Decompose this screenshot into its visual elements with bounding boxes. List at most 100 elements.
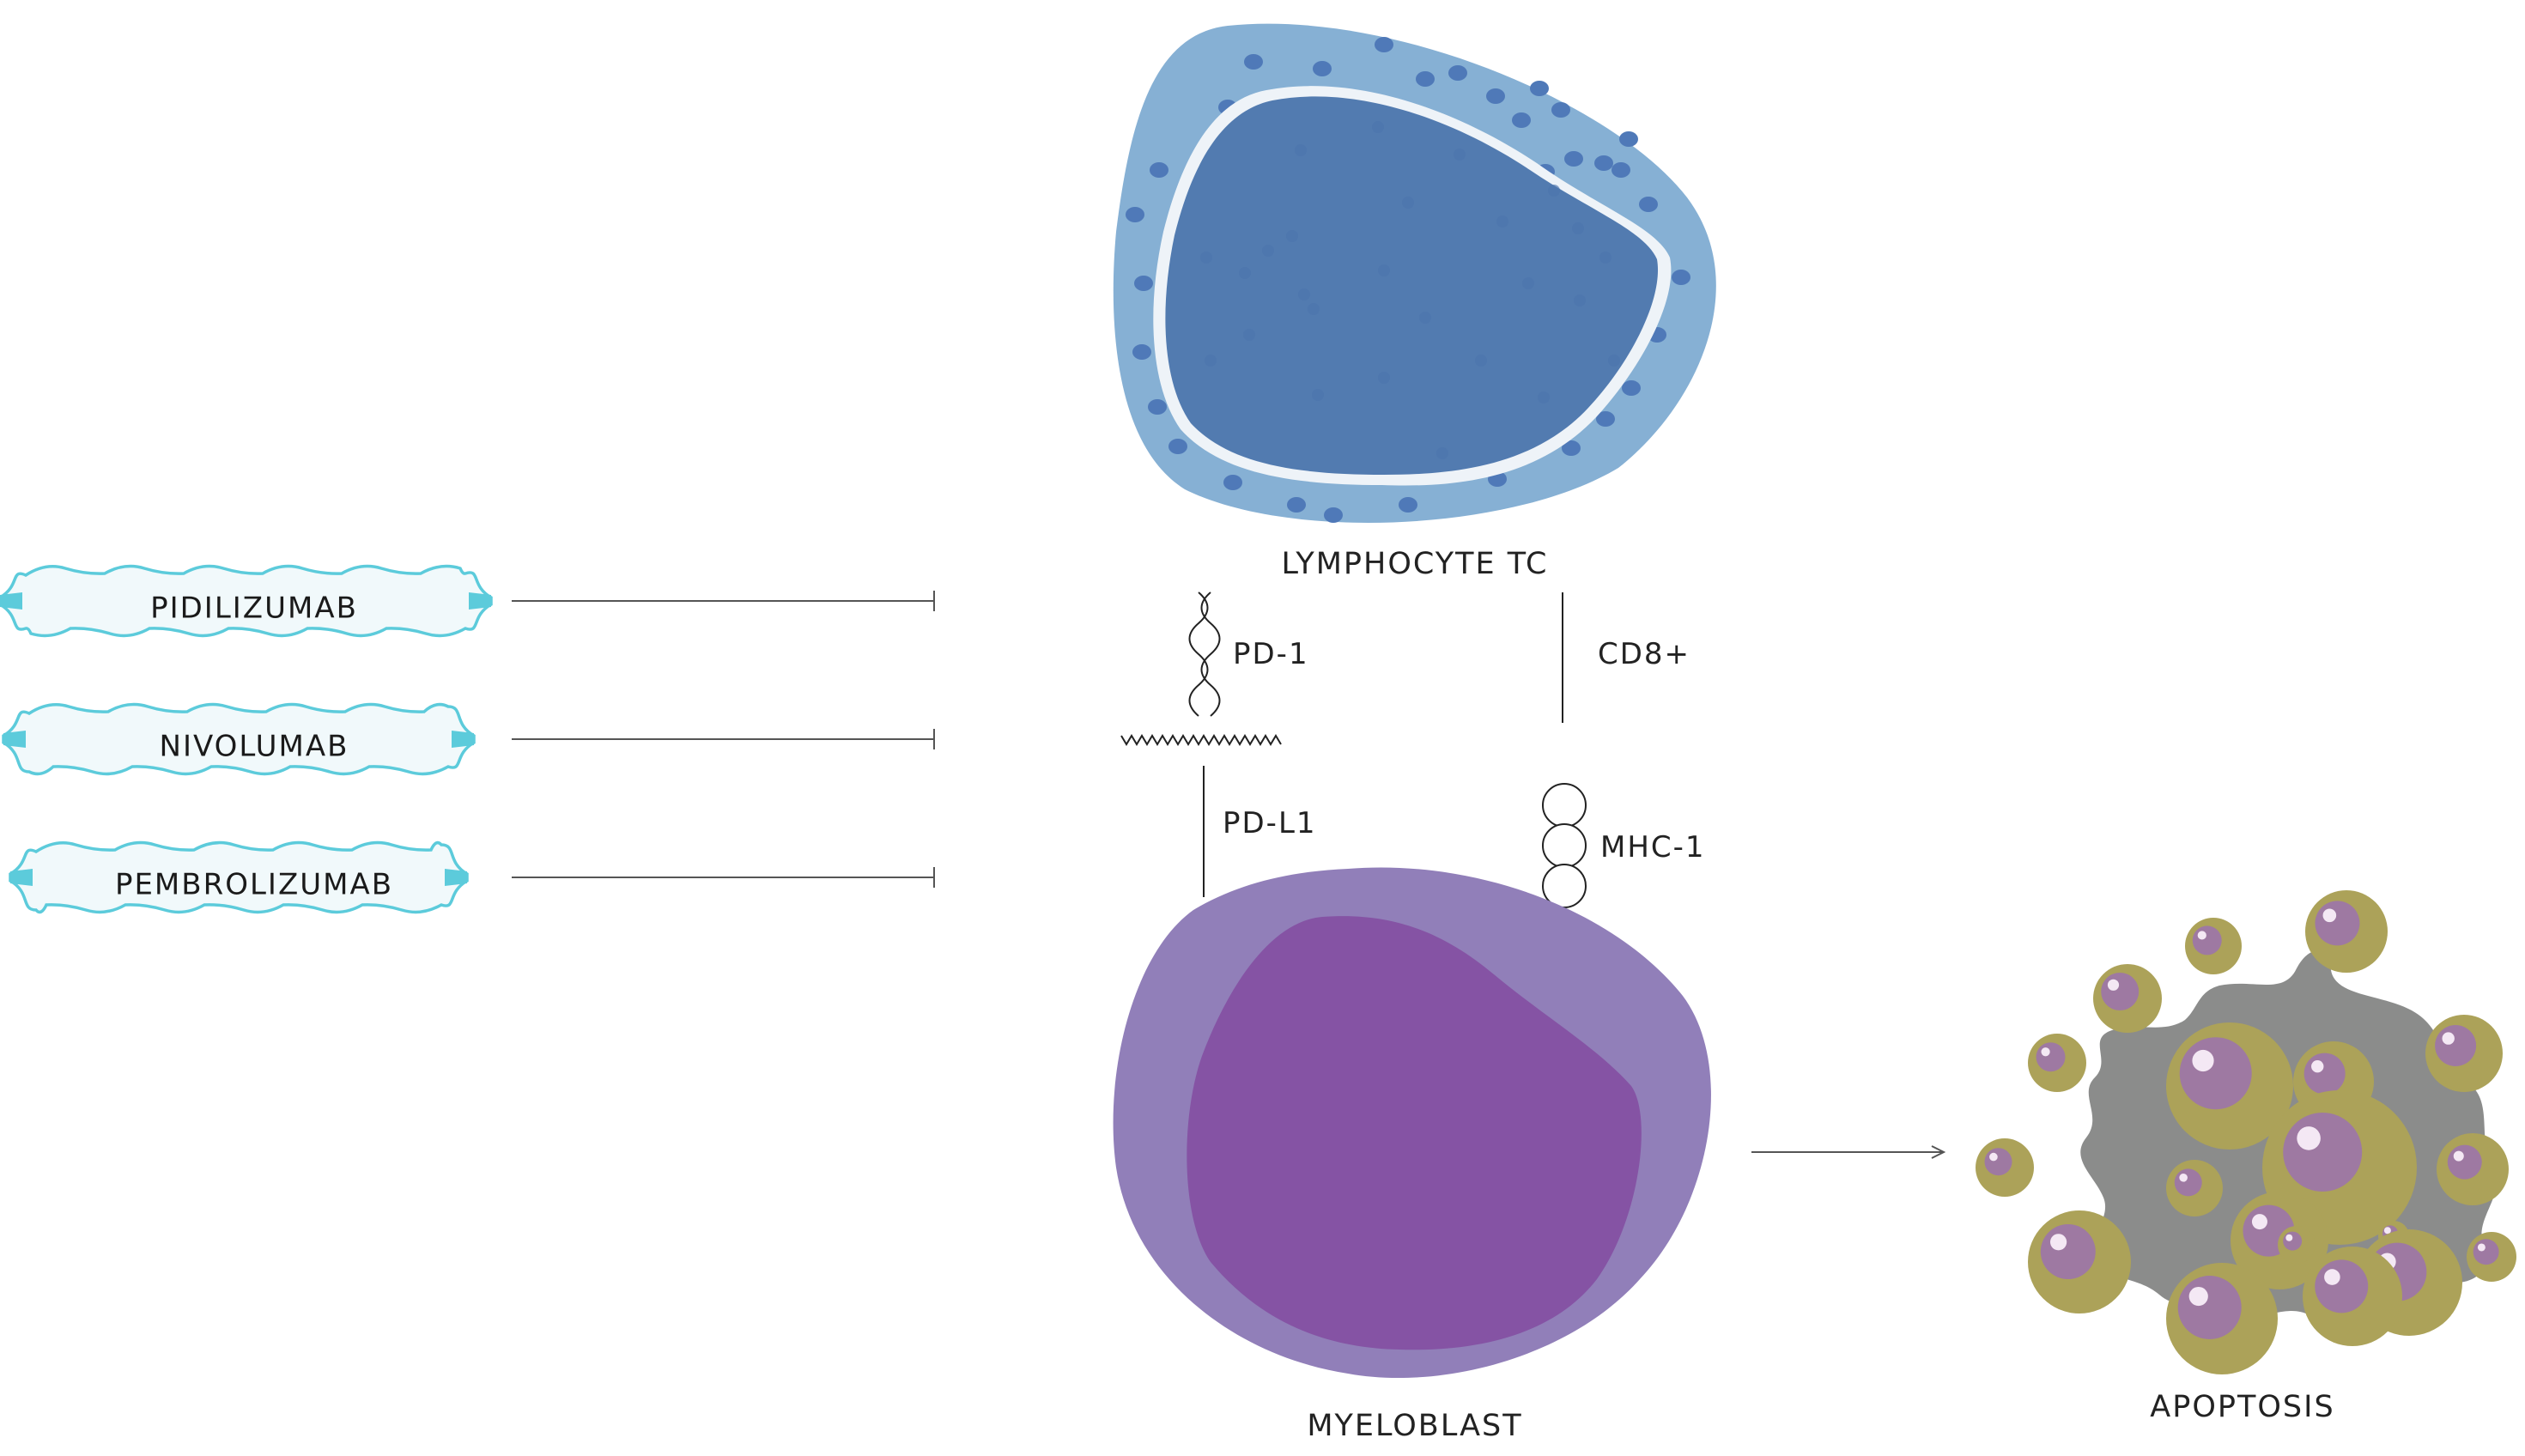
granule-dot	[1448, 65, 1467, 81]
granule-dot	[1287, 497, 1306, 513]
nucleus-dot	[1548, 185, 1560, 197]
nucleus-dot	[1475, 355, 1487, 367]
bubble-core	[2473, 1239, 2499, 1265]
mhc1-receptor	[1542, 783, 1587, 908]
bubble-core	[2177, 1276, 2242, 1339]
granule-dot	[1512, 112, 1531, 128]
nucleus-dot	[1572, 222, 1584, 234]
granule-dot	[1564, 151, 1583, 167]
drug-label-nivolumab: NIVOLUMAB	[160, 730, 349, 764]
nucleus-dot	[1243, 329, 1255, 341]
bubble-core	[2315, 901, 2360, 946]
nucleus-dot	[1574, 294, 1586, 306]
bubble-highlight	[2297, 1126, 2321, 1150]
granule-dot	[1596, 411, 1615, 427]
granule-dot	[1168, 439, 1187, 454]
bubble-highlight	[2383, 1227, 2391, 1235]
antibody-shape	[0, 564, 493, 638]
bubble-highlight	[2311, 1060, 2324, 1073]
granule-dot	[1132, 344, 1151, 360]
nucleus-dot	[1312, 389, 1324, 401]
bubble-core	[2174, 1168, 2202, 1197]
nucleus-dot	[1608, 355, 1620, 367]
bubble-highlight	[2192, 1049, 2214, 1072]
bubble-core	[2283, 1231, 2303, 1251]
drug-pidilizumab: PIDILIZUMAB	[0, 564, 935, 638]
granule-dot	[1375, 37, 1393, 52]
granule-dot	[1324, 507, 1343, 523]
bubble-highlight	[2050, 1234, 2067, 1251]
apoptotic-bubbles	[1976, 890, 2516, 1374]
pdl1-label: PD-L1	[1223, 806, 1317, 840]
granule-dot	[1223, 475, 1242, 490]
nucleus-dot	[1378, 372, 1390, 384]
bubble-core	[2036, 1042, 2066, 1072]
drug-label-pembrolizumab: PEMBROLIZUMAB	[115, 868, 393, 902]
drug-pembrolizumab: PEMBROLIZUMAB	[9, 840, 935, 914]
antibody-shape	[9, 840, 469, 914]
nucleus-dot	[1372, 121, 1384, 133]
bubble-highlight	[2197, 931, 2206, 940]
cd8-label: CD8+	[1598, 637, 1690, 671]
granule-dot	[1313, 61, 1332, 76]
nucleus-dot	[1496, 215, 1508, 228]
lymphocyte-cell	[1113, 23, 1716, 523]
antibody-shape	[2, 702, 476, 776]
granule-dot	[1562, 440, 1581, 456]
bubble-core	[2315, 1259, 2369, 1313]
bubble-core	[2283, 1113, 2363, 1192]
lymphocyte-nucleus-dots	[1200, 121, 1620, 459]
bubble-highlight	[2324, 1269, 2340, 1285]
myeloblast-label: MYELOBLAST	[1307, 1409, 1522, 1443]
bubble-highlight	[2285, 1234, 2293, 1241]
pd1-label: PD-1	[1233, 637, 1309, 671]
lymphocyte-granules	[1126, 37, 1690, 523]
apoptotic-cell	[1976, 890, 2516, 1374]
granule-dot	[1148, 399, 1167, 415]
nucleus-dot	[1599, 252, 1612, 264]
bubble-highlight	[1989, 1152, 1998, 1162]
nucleus-dot	[1295, 144, 1307, 156]
granule-dot	[1612, 162, 1630, 178]
granule-dot	[1126, 207, 1144, 222]
nucleus-dot	[1239, 267, 1251, 279]
myeloblast-cell	[1113, 867, 1711, 1379]
bubble-core	[2192, 925, 2222, 956]
nucleus-dot	[1522, 277, 1534, 289]
pdl1-binding-wave	[1120, 734, 1282, 746]
apoptosis-label: APOPTOSIS	[2150, 1390, 2334, 1424]
nucleus-dot	[1286, 230, 1298, 242]
bubble-core	[2303, 1053, 2346, 1095]
granule-dot	[1244, 54, 1263, 70]
bubble-core	[2040, 1224, 2096, 1279]
nucleus-dot	[1454, 149, 1466, 161]
granule-dot	[1486, 88, 1505, 104]
granule-dot	[1672, 270, 1690, 285]
granule-dot	[1639, 197, 1658, 212]
bubble-highlight	[2251, 1214, 2267, 1230]
nucleus-dot	[1419, 312, 1431, 324]
mhc1-label: MHC-1	[1600, 830, 1706, 864]
bubble-highlight	[2442, 1032, 2455, 1045]
granule-dot	[1619, 131, 1638, 147]
bubble-highlight	[2041, 1047, 2050, 1057]
granule-dot	[1399, 497, 1417, 513]
granule-dot	[1622, 380, 1641, 396]
nucleus-dot	[1262, 245, 1274, 257]
bubble-highlight	[2179, 1174, 2188, 1182]
nucleus-dot	[1205, 355, 1217, 367]
granule-dot	[1594, 155, 1613, 171]
nucleus-dot	[1298, 288, 1310, 300]
bubble-highlight	[2188, 1286, 2208, 1307]
nucleus-dot	[1436, 447, 1448, 459]
nucleus-dot	[1200, 252, 1212, 264]
nucleus-dot	[1378, 264, 1390, 276]
nucleus-dot	[1308, 303, 1320, 315]
granule-dot	[1416, 71, 1435, 87]
bubble-highlight	[2453, 1150, 2464, 1162]
nucleus-dot	[1402, 197, 1414, 209]
granule-dot	[1551, 102, 1570, 118]
bubble-core	[1984, 1148, 2012, 1176]
myeloblast-nucleus	[1187, 916, 1642, 1350]
